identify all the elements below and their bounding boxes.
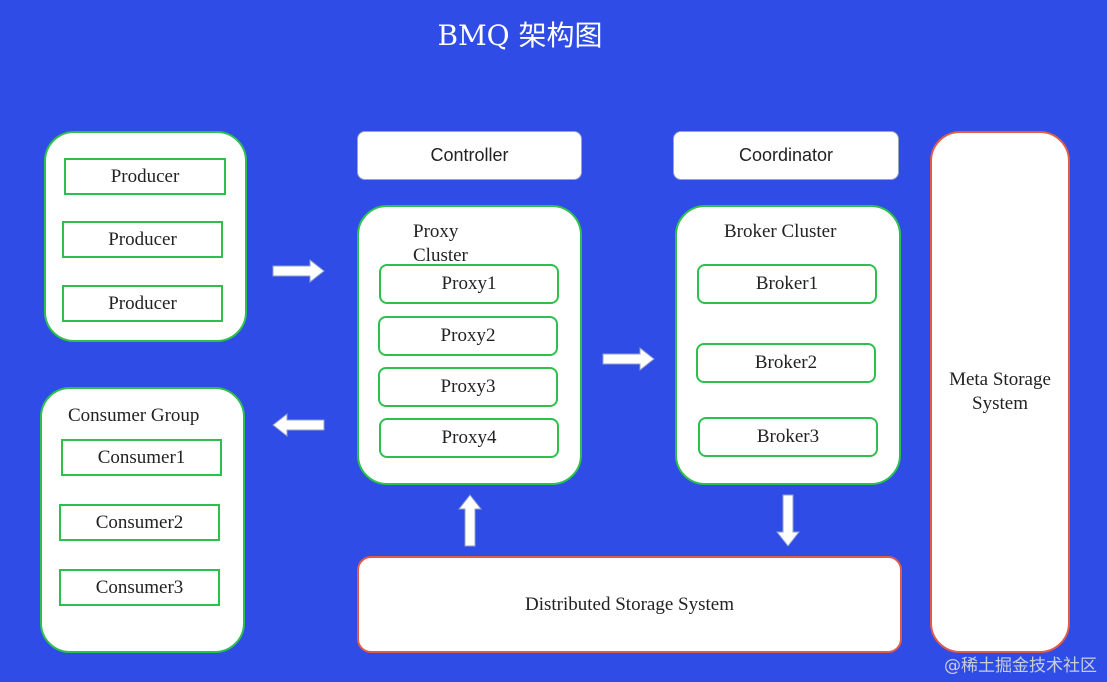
producer-box-3: Producer [62, 285, 223, 322]
producer-box-2: Producer [62, 221, 223, 258]
controller-box: Controller [357, 131, 582, 180]
diagram-title: BMQ 架构图 [437, 19, 603, 52]
proxy-cluster-label-line1: Proxy [413, 221, 459, 242]
proxy-box-4: Proxy4 [379, 418, 559, 458]
broker-box-1: Broker1 [697, 264, 877, 304]
distributed-storage-system: Distributed Storage System [357, 556, 902, 653]
distributed-storage-label: Distributed Storage System [525, 593, 734, 615]
arrow-producer-to-proxy [272, 259, 325, 283]
proxy-cluster-label-line2: Cluster [413, 245, 468, 266]
arrow-storage-to-proxy [458, 494, 482, 547]
consumer-group-label: Consumer Group [68, 405, 200, 426]
consumer-box-3: Consumer3 [59, 569, 220, 606]
proxy-box-3: Proxy3 [378, 367, 558, 407]
producer-box-1: Producer [64, 158, 226, 195]
arrow-proxy-to-broker [602, 347, 655, 371]
meta-storage-label-line2: System [972, 393, 1028, 414]
meta-storage-system: Meta Storage System [930, 131, 1070, 653]
proxy-box-1: Proxy1 [379, 264, 559, 304]
arrow-proxy-to-consumer [272, 413, 325, 437]
meta-storage-label-line1: Meta Storage [949, 369, 1051, 390]
arrow-broker-to-storage [776, 494, 800, 547]
broker-box-3: Broker3 [698, 417, 878, 457]
proxy-box-2: Proxy2 [378, 316, 558, 356]
broker-box-2: Broker2 [696, 343, 876, 383]
consumer-box-1: Consumer1 [61, 439, 222, 476]
broker-cluster-label: Broker Cluster [724, 221, 837, 242]
consumer-box-2: Consumer2 [59, 504, 220, 541]
watermark: @稀土掘金技术社区 [944, 656, 1097, 676]
coordinator-box: Coordinator [673, 131, 899, 180]
